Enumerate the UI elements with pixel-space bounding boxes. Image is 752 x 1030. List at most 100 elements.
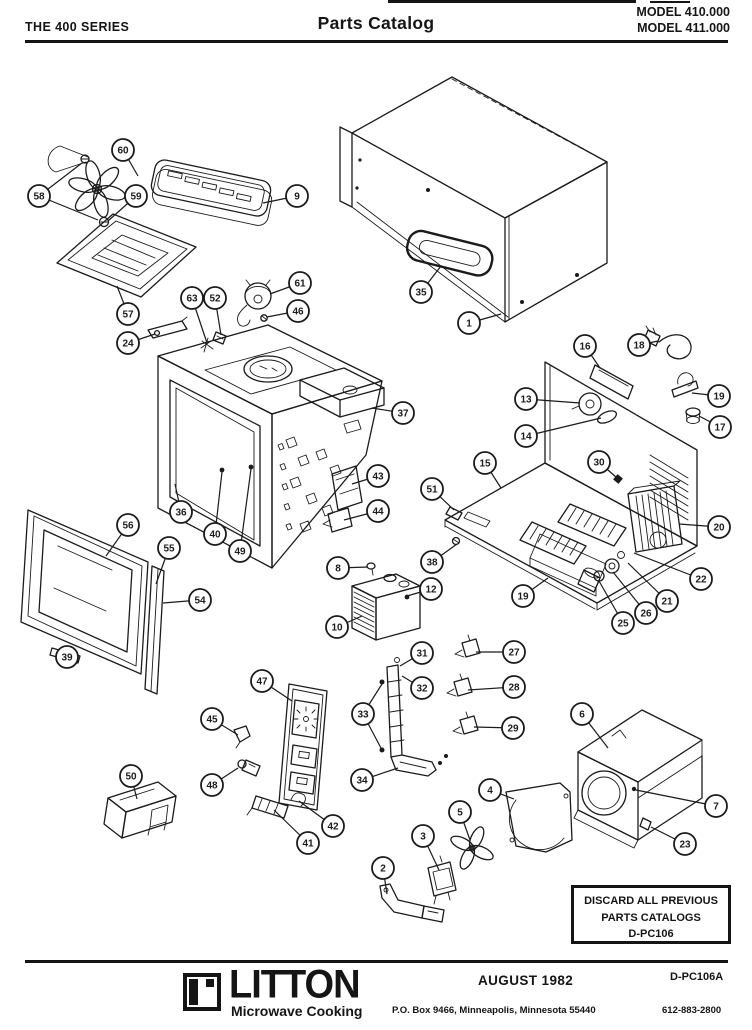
callout-21: 21 [627,562,679,613]
svg-text:6: 6 [579,710,585,721]
callout-48: 48 [200,767,239,797]
svg-text:34: 34 [356,776,368,787]
svg-text:17: 17 [714,423,726,434]
svg-text:19: 19 [713,392,725,403]
callout-12: 12 [406,577,443,601]
door-panel-part [20,509,149,675]
svg-text:56: 56 [122,521,134,532]
thermal-clip-part [233,725,251,749]
fan-motor-part [571,392,618,424]
svg-text:21: 21 [661,597,673,608]
svg-text:48: 48 [206,781,218,792]
svg-text:60: 60 [117,146,129,157]
model-number-2: MODEL 411.000 [637,20,730,35]
callout-24: 24 [116,331,156,355]
litton-logo-icon [183,973,221,1011]
footer-rule [25,960,728,963]
callout-39: 39 [55,645,79,669]
svg-text:57: 57 [122,310,134,321]
callout-1: 1 [457,311,502,335]
wedge-part [246,795,289,819]
svg-text:45: 45 [206,715,218,726]
callout-32: 32 [401,675,434,700]
callout-9: 9 [262,184,309,208]
svg-text:20: 20 [713,523,725,534]
svg-text:4: 4 [487,786,493,797]
svg-text:40: 40 [209,530,221,541]
company-phone: 612-883-2800 [662,1005,722,1016]
callout-3: 3 [411,824,440,871]
svg-text:3: 3 [420,832,426,843]
callout-46: 46 [266,299,310,323]
callout-22: 22 [633,552,713,591]
callout-45: 45 [200,707,239,736]
svg-text:42: 42 [327,822,339,833]
callout-63: 63 [180,286,208,344]
brand-name: LITTON [229,963,361,1007]
connector-part [237,759,261,777]
svg-text:2: 2 [380,864,386,875]
interlock-switch-parts [446,634,481,735]
fan-blade-part [47,145,126,228]
callout-47: 47 [250,669,293,702]
svg-text:16: 16 [579,342,591,353]
page-title: Parts Catalog [317,13,435,33]
svg-text:14: 14 [520,432,532,443]
base-plate-part [444,462,698,611]
door-trim-strip-part [144,565,165,695]
discard-line-3: D-PC106 [628,928,674,940]
callout-26: 26 [612,571,658,625]
discard-line-2: PARTS CATALOGS [601,911,701,924]
callout-7: 7 [635,789,728,818]
callout-19: 19 [691,384,731,408]
callout-23: 23 [650,826,697,856]
svg-text:47: 47 [256,677,268,688]
logo-dot [206,979,214,987]
transformer-part [627,480,683,553]
callout-4: 4 [478,778,515,802]
svg-text:1: 1 [466,319,472,330]
callout-10: 10 [325,615,363,639]
svg-text:55: 55 [163,544,175,555]
catalog-date: AUGUST 1982 [478,973,574,988]
svg-text:32: 32 [416,684,428,695]
svg-text:44: 44 [372,507,384,518]
svg-text:5: 5 [457,808,463,819]
callout-8: 8 [326,556,369,580]
svg-text:59: 59 [130,192,142,203]
logo-bar [189,979,198,1005]
scan-artifact [650,1,690,3]
svg-text:38: 38 [426,558,438,569]
oven-cavity-part [157,324,385,569]
callout-25: 25 [598,580,635,635]
callout-51: 51 [420,477,455,511]
callout-36: 36 [169,483,193,524]
callout-54: 54 [162,588,212,612]
spring-clip-part [290,792,306,807]
svg-text:15: 15 [479,459,491,470]
callout-28: 28 [467,675,526,699]
svg-text:26: 26 [640,609,652,620]
callout-17: 17 [698,415,732,439]
svg-text:41: 41 [302,839,314,850]
callout-38: 38 [420,543,458,574]
svg-text:28: 28 [508,683,520,694]
svg-text:36: 36 [175,508,187,519]
callout-13: 13 [514,387,581,411]
svg-text:9: 9 [294,192,300,203]
svg-text:31: 31 [416,649,428,660]
micro-switch-part [427,855,457,905]
callout-2: 2 [371,856,395,895]
svg-text:50: 50 [125,772,137,783]
svg-text:10: 10 [331,623,343,634]
svg-text:23: 23 [679,840,691,851]
brand-tagline: Microwave Cooking [231,1003,363,1019]
callout-18: 18 [627,333,659,357]
callout-33: 33 [351,683,383,751]
interlock-bracket-part [322,465,363,533]
callout-5: 5 [448,800,472,841]
svg-text:25: 25 [617,619,629,630]
